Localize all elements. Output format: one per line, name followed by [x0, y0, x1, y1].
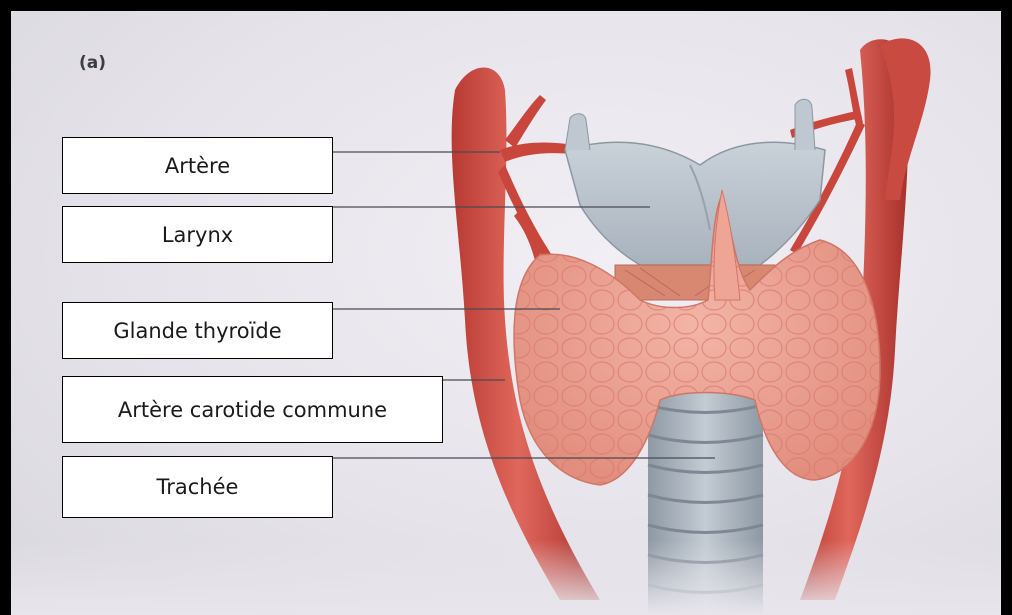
label-box-larynx: Larynx — [62, 206, 333, 263]
label-box-trachee: Trachée — [62, 456, 333, 518]
label-box-artere: Artère — [62, 137, 333, 194]
panel-label: (a) — [79, 53, 106, 73]
label-box-artere-carotide-commune: Artère carotide commune — [62, 376, 443, 443]
label-box-glande-thyroide: Glande thyroïde — [62, 302, 333, 359]
larynx-cartilage — [565, 142, 825, 265]
